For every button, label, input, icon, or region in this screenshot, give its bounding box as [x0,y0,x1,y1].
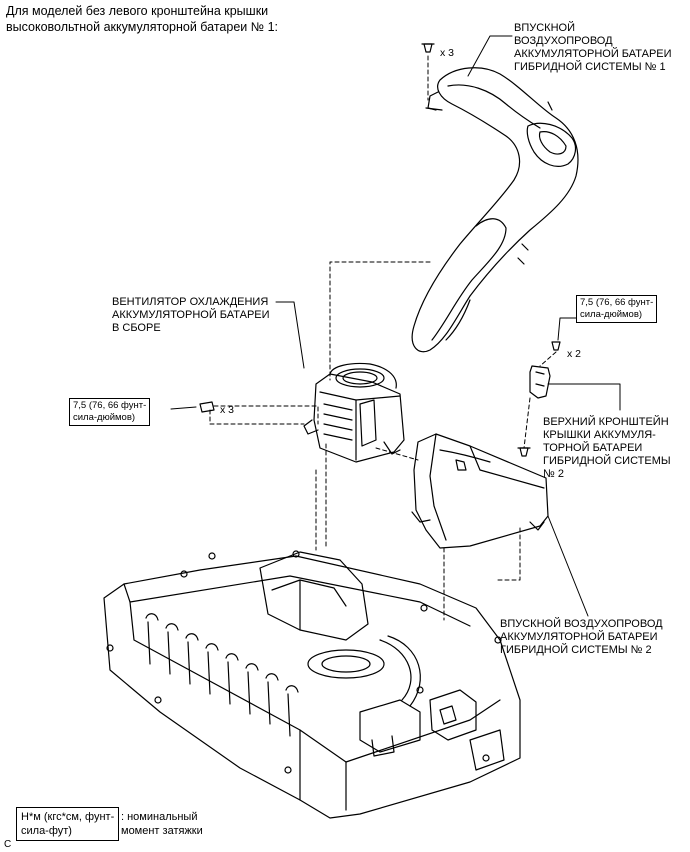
torque-line: 7,5 (76, 66 фунт- [73,400,147,411]
torque-line: сила-дюймов) [580,309,643,320]
legend-line: Н*м (кгс*см, фунт- [21,811,115,823]
label-line: АККУМУЛЯТОРНОЙ БАТАРЕИ [514,48,672,60]
header-line-2: высоковольтной аккумуляторной батареи № … [6,20,279,34]
qty-top-clips: x 3 [440,47,455,59]
label-line: ВЕНТИЛЯТОР ОХЛАЖДЕНИЯ [112,296,269,308]
cooling-fan-illustration [303,362,405,463]
qty-left-nuts: x 3 [220,404,235,416]
intake-duct-2-illustration [411,433,549,549]
torque-spec-right: 7,5 (76, 66 фунт- сила-дюймов) [576,295,658,323]
installation-guide-lines [209,55,557,621]
legend-line: сила-фут) [21,825,72,837]
header-line-1: Для моделей без левого кронштейна крышки [6,4,269,18]
legend-torque-symbol: Н*м (кгс*см, фунт- сила-фут) [16,807,120,841]
label-line: ВЕРХНИЙ КРОНШТЕЙН [543,416,669,428]
leader-lines [170,35,621,617]
label-line: АККУМУЛЯТОРНОЙ БАТАРЕИ [500,631,658,643]
torque-line: сила-дюймов) [73,412,136,423]
legend-torque-description: : номинальный момент затяжки [121,810,203,838]
label-intake-duct-1: ВПУСКНОЙ ВОЗДУХОПРОВОД АККУМУЛЯТОРНОЙ БА… [514,22,672,74]
qty-right-nuts: x 2 [567,348,582,360]
label-intake-duct-2: ВПУСКНОЙ ВОЗДУХОПРОВОД АККУМУЛЯТОРНОЙ БА… [500,618,663,657]
label-line: ГИБРИДНОЙ СИСТЕМЫ № 2 [500,644,652,656]
label-line: АККУМУЛЯТОРНОЙ БАТАРЕИ [112,309,270,321]
legend-line: : номинальный [121,811,198,823]
torque-line: 7,5 (76, 66 фунт- [580,297,654,308]
corner-mark: C [4,839,12,850]
torque-spec-left: 7,5 (76, 66 фунт- сила-дюймов) [69,398,151,426]
label-line: ВПУСКНОЙ ВОЗДУХОПРОВОД [500,618,663,630]
intake-duct-1-illustration [411,43,579,353]
label-cooling-fan: ВЕНТИЛЯТОР ОХЛАЖДЕНИЯ АККУМУЛЯТОРНОЙ БАТ… [112,296,270,335]
label-line: № 2 [543,468,564,480]
left-nut-illustration [199,401,215,413]
label-line: ВОЗДУХОПРОВОД [514,35,613,47]
label-upper-bracket: ВЕРХНИЙ КРОНШТЕЙН КРЫШКИ АККУМУЛЯ- ТОРНО… [543,416,671,481]
label-line: ТОРНОЙ БАТАРЕИ [543,442,643,454]
upper-bracket-illustration [517,341,561,457]
label-line: ГИБРИДНОЙ СИСТЕМЫ № 1 [514,61,666,73]
label-line: В СБОРЕ [112,322,161,334]
label-line: ГИБРИДНОЙ СИСТЕМЫ [543,455,671,467]
label-line: КРЫШКИ АККУМУЛЯ- [543,429,656,441]
legend-line: момент затяжки [121,825,203,837]
battery-pack-illustration [103,550,521,819]
label-line: ВПУСКНОЙ [514,22,575,34]
